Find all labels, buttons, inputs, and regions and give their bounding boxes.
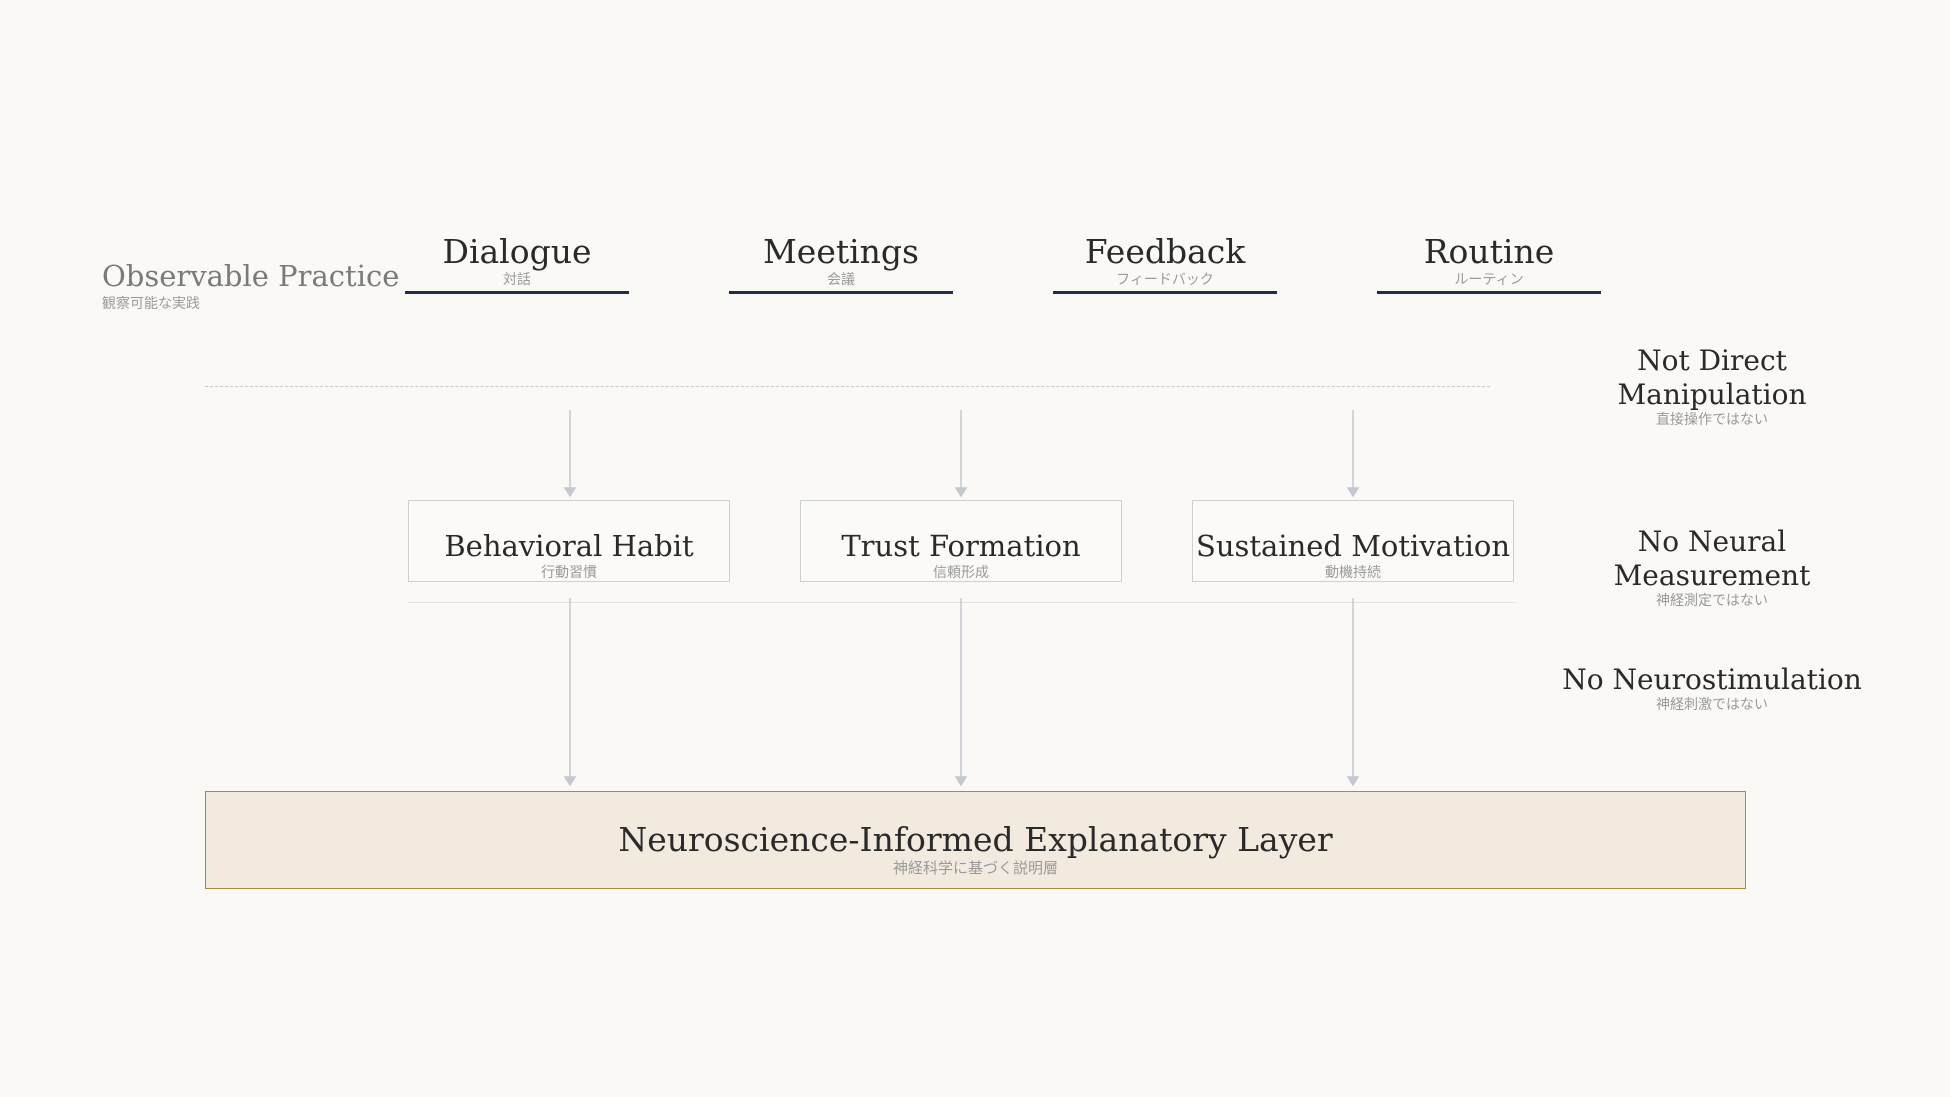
practice-meetings: Meetings 会議 (729, 232, 953, 294)
practice-label: Routine (1423, 232, 1555, 271)
explanatory-layer-subtitle: 神経科学に基づく説明層 (892, 859, 1058, 877)
mechanism-sublabel: 信頼形成 (933, 565, 989, 581)
dashed-separator (205, 386, 1490, 387)
constraint-no-neurostimulation: No Neurostimulation 神経刺激ではない (1542, 663, 1882, 713)
practice-underline (729, 291, 953, 294)
constraint-sublabel: 神経刺激ではない (1656, 697, 1768, 713)
practice-dialogue: Dialogue 対話 (405, 232, 629, 294)
practice-sublabel: フィードバック (1116, 272, 1214, 288)
mechanism-trust-formation: Trust Formation 信頼形成 (800, 500, 1122, 582)
observable-practice-subtitle: 観察可能な実践 (102, 296, 200, 312)
mechanism-behavioral-habit: Behavioral Habit 行動習慣 (408, 500, 730, 582)
constraint-label: No Neural Measurement (1613, 525, 1811, 592)
constraint-sublabel: 直接操作ではない (1656, 412, 1768, 428)
practice-underline (1053, 291, 1277, 294)
explanatory-layer-box: Neuroscience-Informed Explanatory Layer … (205, 791, 1746, 889)
mechanism-sublabel: 行動習慣 (541, 565, 597, 581)
practice-label: Feedback (1084, 232, 1246, 271)
constraint-label: Not Direct Manipulation (1617, 344, 1807, 411)
practice-sublabel: 会議 (827, 272, 855, 288)
arrowhead-icon (1346, 487, 1360, 498)
mechanism-baseline-rule (408, 602, 1516, 603)
practice-sublabel: 対話 (503, 272, 531, 288)
practice-label: Meetings (763, 232, 919, 271)
arrowhead-icon (563, 487, 577, 498)
observable-practice-title: Observable Practice (102, 259, 400, 293)
mechanism-sublabel: 動機持続 (1325, 565, 1381, 581)
practice-sublabel: ルーティン (1454, 272, 1524, 288)
arrowhead-icon (954, 487, 968, 498)
explanatory-layer-title: Neuroscience-Informed Explanatory Layer (618, 820, 1333, 859)
mechanism-sustained-motivation: Sustained Motivation 動機持続 (1192, 500, 1514, 582)
arrowhead-icon (954, 776, 968, 787)
mechanism-label: Behavioral Habit (444, 529, 694, 563)
arrowhead-icon (563, 776, 577, 787)
constraint-sublabel: 神経測定ではない (1656, 593, 1768, 609)
practice-routine: Routine ルーティン (1377, 232, 1601, 294)
practice-feedback: Feedback フィードバック (1053, 232, 1277, 294)
constraint-no-neural-measurement: No Neural Measurement 神経測定ではない (1542, 525, 1882, 609)
practice-underline (405, 291, 629, 294)
practice-label: Dialogue (442, 232, 592, 271)
arrowhead-icon (1346, 776, 1360, 787)
practice-underline (1377, 291, 1601, 294)
constraint-label: No Neurostimulation (1562, 663, 1862, 696)
constraint-not-direct-manipulation: Not Direct Manipulation 直接操作ではない (1542, 344, 1882, 428)
mechanism-label: Trust Formation (841, 529, 1081, 563)
observable-practice-label: Observable Practice 観察可能な実践 (102, 258, 399, 312)
mechanism-label: Sustained Motivation (1195, 529, 1511, 563)
